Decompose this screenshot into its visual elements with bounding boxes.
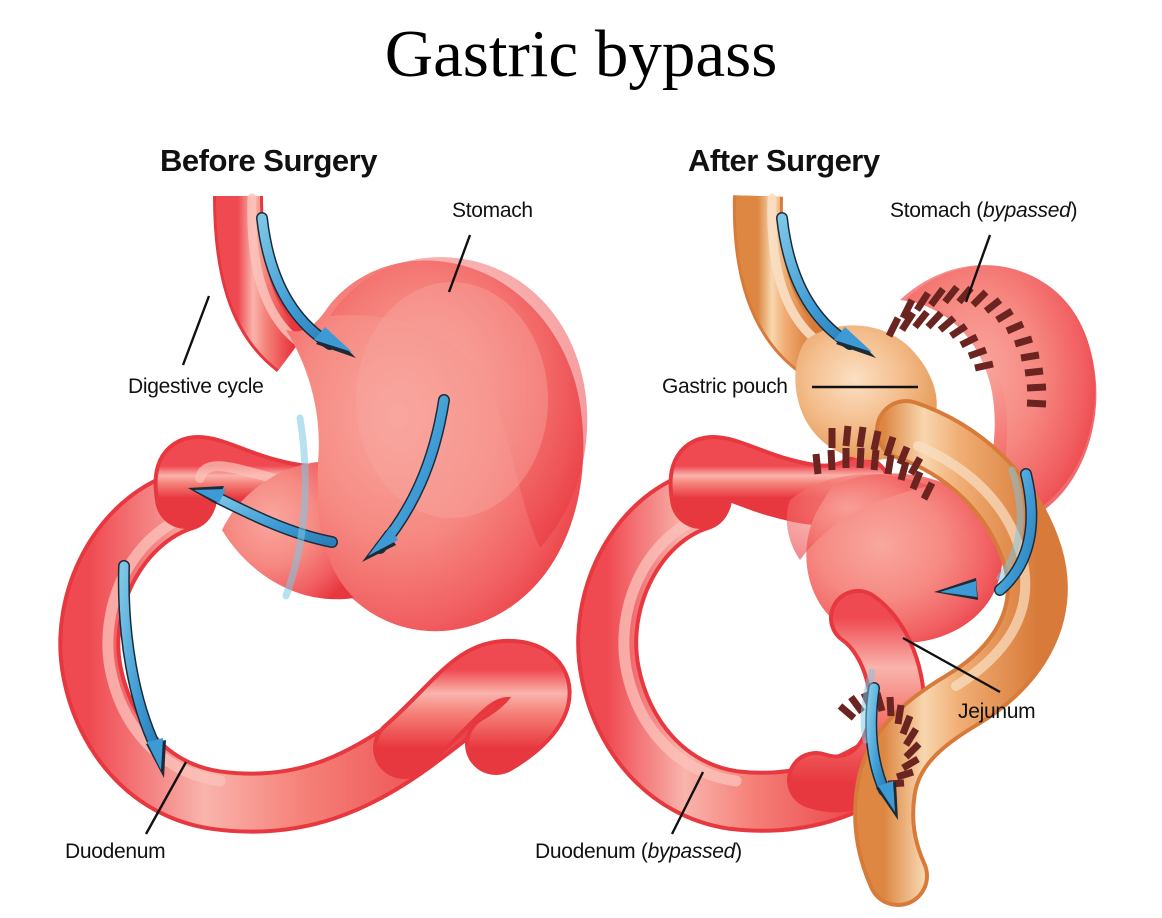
panel-heading-before-surgery: Before Surgery	[160, 143, 377, 178]
staple-line-lower-pouch	[828, 425, 924, 476]
after-surgery-anatomy	[576, 193, 1097, 907]
staple-line-upper-pouch	[899, 284, 1047, 408]
leader-line-duodenum-bypassed	[670, 771, 705, 835]
panel-heading-after-surgery: After Surgery	[688, 143, 880, 178]
label-stomach-bypassed-suffix: )	[1070, 199, 1078, 222]
label-gastric-pouch: Gastric pouch	[662, 375, 788, 398]
label-duodenum-bypassed-suffix: )	[735, 840, 742, 863]
label-stomach-bypassed-italic: bypassed	[983, 199, 1071, 222]
leader-line-jejunum	[902, 636, 1001, 694]
staple-line-stomach-remnant	[812, 447, 936, 501]
label-duodenum-bypassed: Duodenum (bypassed)	[535, 840, 742, 864]
label-duodenum-bypassed-prefix: Duodenum (	[535, 840, 648, 863]
label-stomach: Stomach	[452, 199, 533, 222]
label-stomach-bypassed-prefix: Stomach (	[890, 199, 983, 222]
before-surgery-anatomy	[58, 193, 588, 835]
label-digestive-cycle: Digestive cycle	[128, 375, 264, 398]
staple-line-pouch-edge	[885, 309, 994, 372]
label-duodenum-bypassed-italic: bypassed	[647, 840, 736, 863]
leader-line-duodenum	[144, 761, 188, 835]
leader-line-stomach-bypassed	[964, 234, 992, 303]
label-stomach-bypassed: Stomach (bypassed)	[890, 199, 1077, 223]
label-duodenum: Duodenum	[65, 840, 166, 863]
leader-line-digestive-cycle	[181, 295, 211, 366]
page-title: Gastric bypass	[384, 17, 778, 91]
leader-line-stomach	[447, 234, 472, 293]
label-jejunum: Jejunum	[958, 700, 1036, 723]
